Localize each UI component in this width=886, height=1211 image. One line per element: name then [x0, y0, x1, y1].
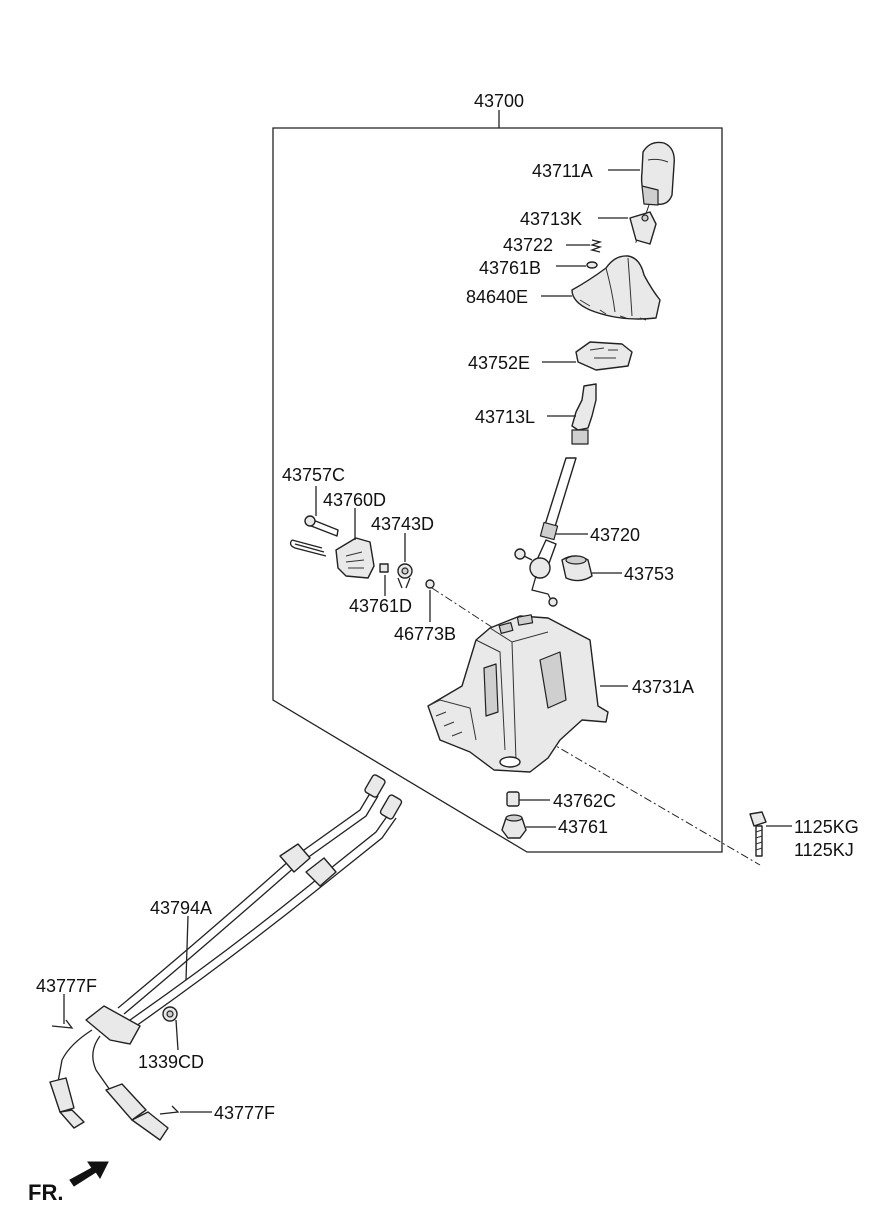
bolt: [749, 811, 767, 857]
label-lever-top: 43713L: [475, 407, 535, 427]
assembly-frame: [272, 110, 723, 853]
label-pin-bottom: 43762C: [553, 791, 616, 811]
shift-housing: [427, 614, 609, 773]
label-clip-right: 43777F: [214, 1103, 275, 1123]
shift-knob: [640, 141, 675, 206]
label-knob: 43711A: [532, 161, 593, 181]
pin: [289, 515, 339, 557]
clip-left: [51, 1019, 74, 1029]
label-nut-cable: 1339CD: [138, 1052, 204, 1072]
label-bushing-bottom: 43761: [558, 817, 608, 837]
label-knob-button: 43713K: [520, 209, 582, 229]
cable-nut: [162, 1006, 178, 1022]
pin-bottom: [506, 791, 520, 807]
label-spring: 43722: [503, 235, 553, 255]
knob-button: [629, 211, 657, 245]
indicator-plate: [575, 341, 633, 371]
label-retainer: 43753: [624, 564, 674, 584]
label-bolt-kj: 1125KJ: [794, 840, 854, 860]
label-clip-left: 43777F: [36, 976, 97, 996]
cable-assembly: [49, 774, 403, 1141]
label-assembly: 43700: [474, 91, 524, 111]
label-bushing-top: 43761B: [479, 258, 541, 278]
shift-boot: [571, 255, 661, 321]
bushing-bottom: [501, 814, 527, 839]
small-nut: [425, 579, 435, 589]
label-direction: FR.: [28, 1180, 63, 1205]
clip: [397, 563, 413, 589]
retainer: [561, 555, 593, 582]
lever-upper: [571, 383, 597, 445]
label-clip: 43743D: [371, 514, 434, 534]
front-direction-arrow-icon: [69, 1161, 109, 1187]
label-boot: 84640E: [466, 287, 528, 307]
label-indicator: 43752E: [468, 353, 530, 373]
label-cable: 43794A: [150, 898, 212, 918]
label-lever: 43720: [590, 525, 640, 545]
bushing-small: [379, 563, 389, 573]
detent-plate: [335, 537, 375, 579]
lever-rod: [514, 457, 577, 607]
spring: [589, 239, 603, 253]
clip-right: [159, 1105, 180, 1115]
bushing-top: [586, 261, 598, 269]
label-housing: 43731A: [632, 677, 694, 697]
label-pin: 43757C: [282, 465, 345, 485]
label-bolt-kg: 1125KG: [794, 817, 859, 837]
label-bushing-small: 43761D: [349, 596, 412, 616]
label-nut-small: 46773B: [394, 624, 456, 644]
label-detent: 43760D: [323, 490, 386, 510]
